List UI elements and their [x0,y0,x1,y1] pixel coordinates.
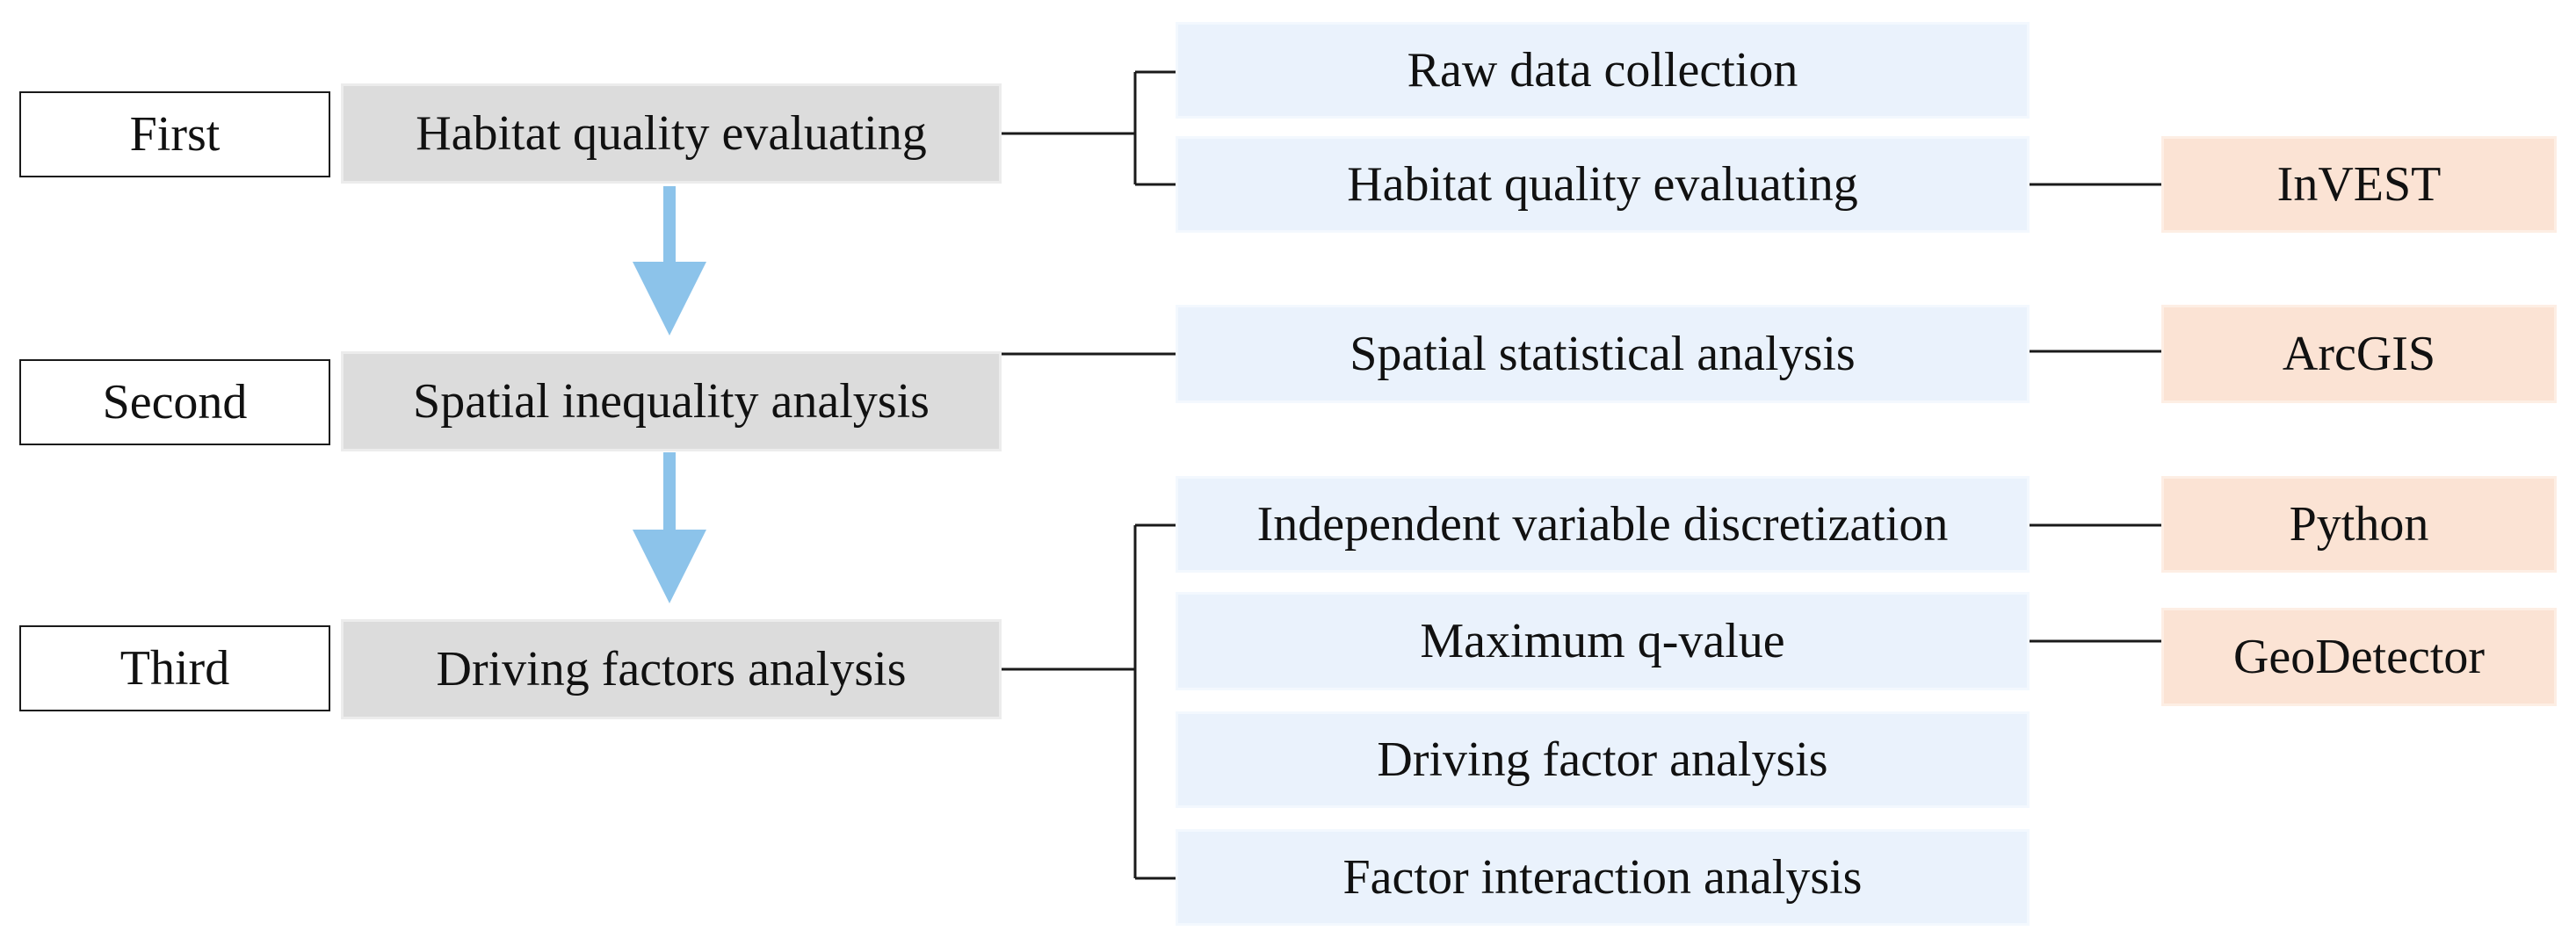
tool-arcgis-label: ArcGIS [2282,327,2436,381]
task-driving-factor-analysis-label: Driving factor analysis [1377,732,1828,787]
phase-habitat-quality-label: Habitat quality evaluating [416,106,927,161]
tool-geodetector-label: GeoDetector [2232,630,2486,684]
task-raw-data-collection-label: Raw data collection [1407,43,1798,97]
stage-second-label: Second [102,375,248,429]
task-raw-data-collection: Raw data collection [1176,22,2030,119]
phase-spatial-inequality: Spatial inequality analysis [341,351,1002,451]
task-independent-variable-discretization-label: Independent variable discretization [1256,497,1949,552]
task-spatial-statistical-analysis-label: Spatial statistical analysis [1350,327,1856,381]
task-independent-variable-discretization: Independent variable discretization [1176,476,2030,573]
stage-third-label: Third [119,641,230,696]
tool-python: Python [2161,476,2557,573]
task-habitat-quality-evaluating-label: Habitat quality evaluating [1347,157,1858,212]
tool-python-label: Python [2289,497,2429,552]
phase-driving-factors: Driving factors analysis [341,619,1002,719]
stage-third: Third [19,625,330,711]
tool-geodetector: GeoDetector [2161,608,2557,706]
task-habitat-quality-evaluating: Habitat quality evaluating [1176,136,2030,233]
bracket-first [1002,70,1176,186]
tool-arcgis: ArcGIS [2161,305,2557,403]
task-factor-interaction-analysis: Factor interaction analysis [1176,829,2030,926]
phase-spatial-inequality-label: Spatial inequality analysis [413,374,930,429]
bracket-third [1002,523,1176,880]
stage-first-label: First [129,107,221,162]
stage-second: Second [19,359,330,445]
tool-invest-label: InVEST [2276,157,2442,212]
stage-first: First [19,91,330,177]
tool-invest: InVEST [2161,136,2557,233]
task-factor-interaction-analysis-label: Factor interaction analysis [1342,850,1863,905]
phase-habitat-quality: Habitat quality evaluating [341,83,1002,184]
task-maximum-q-value: Maximum q-value [1176,592,2030,690]
task-maximum-q-value-label: Maximum q-value [1420,614,1785,668]
phase-driving-factors-label: Driving factors analysis [436,642,907,696]
task-spatial-statistical-analysis: Spatial statistical analysis [1176,305,2030,403]
task-driving-factor-analysis: Driving factor analysis [1176,711,2030,808]
